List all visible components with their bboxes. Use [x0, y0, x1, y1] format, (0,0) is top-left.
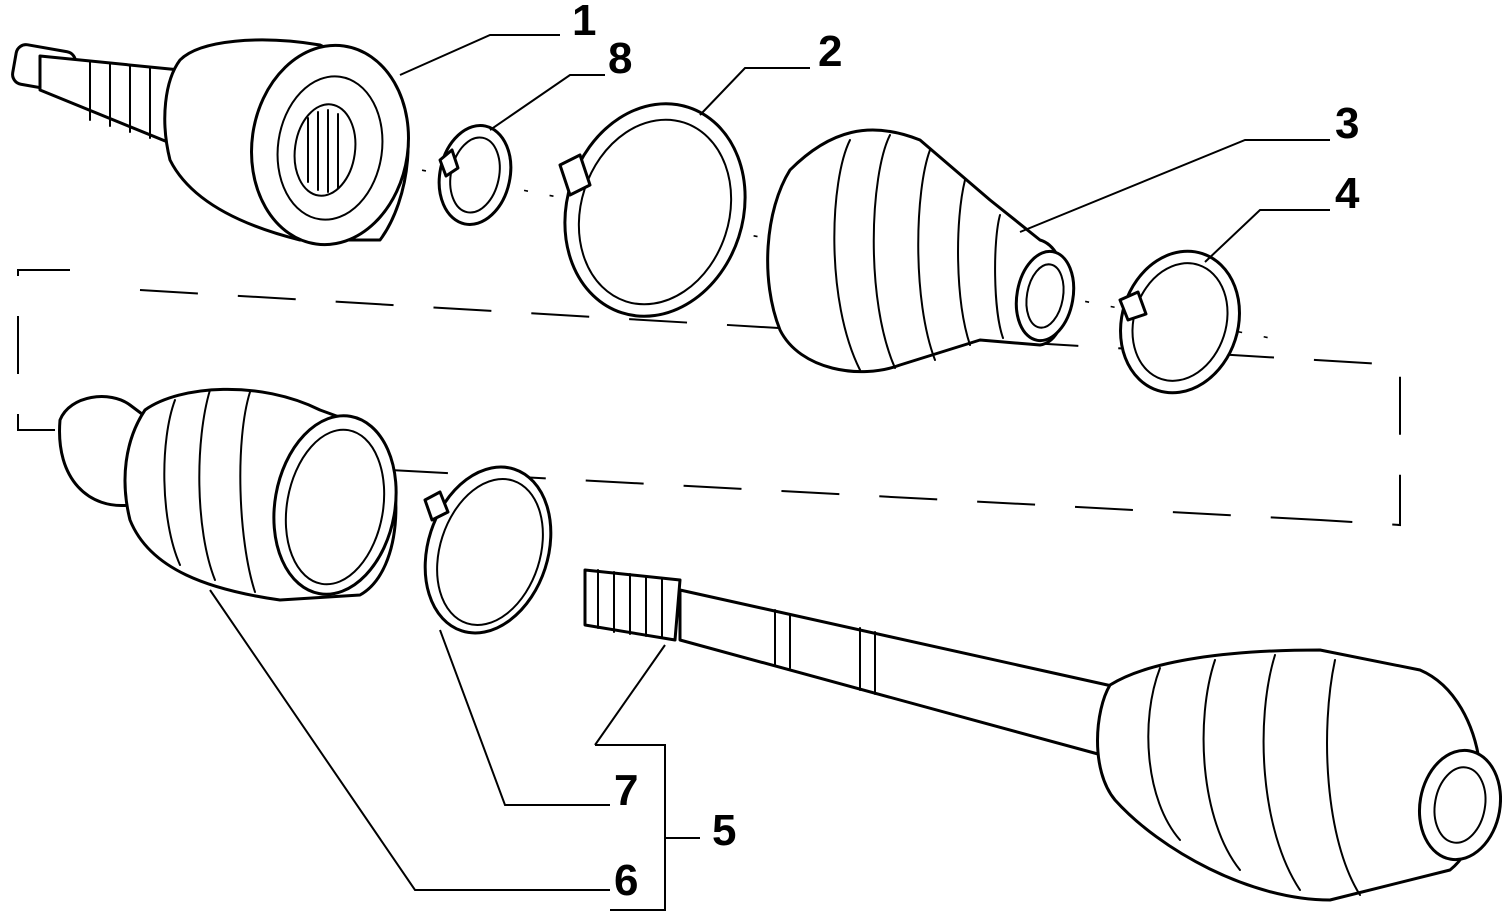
circlip	[437, 124, 513, 226]
driveshaft-assembly	[583, 568, 1502, 902]
callout-3: 3	[1335, 99, 1359, 148]
leader-line-6	[209, 589, 610, 891]
outer-boot	[766, 128, 1076, 374]
leader-lines	[209, 34, 1330, 911]
callout-8: 8	[608, 34, 632, 83]
leader-line-7	[439, 629, 610, 806]
callout-5: 5	[712, 806, 736, 855]
callout-1: 1	[572, 0, 596, 45]
outer-cv-joint	[11, 38, 410, 247]
leader-line-2	[699, 67, 810, 116]
small-boot-clamp	[1118, 249, 1241, 395]
leader-line-8	[489, 74, 605, 131]
assembly-group-frame	[17, 269, 1401, 527]
callout-7: 7	[614, 766, 638, 815]
leader-line-4	[1204, 209, 1330, 263]
leader-line-5a	[595, 744, 666, 911]
leader-line-3	[1019, 139, 1330, 233]
callout-4: 4	[1335, 169, 1360, 218]
callout-6: 6	[614, 856, 638, 905]
leader-line-1	[399, 34, 560, 76]
inner-boot	[58, 387, 398, 602]
leader-line-5b	[594, 644, 666, 746]
callout-2: 2	[818, 27, 842, 76]
inner-boot-clamp	[423, 465, 553, 635]
large-boot-clamp	[558, 102, 747, 318]
